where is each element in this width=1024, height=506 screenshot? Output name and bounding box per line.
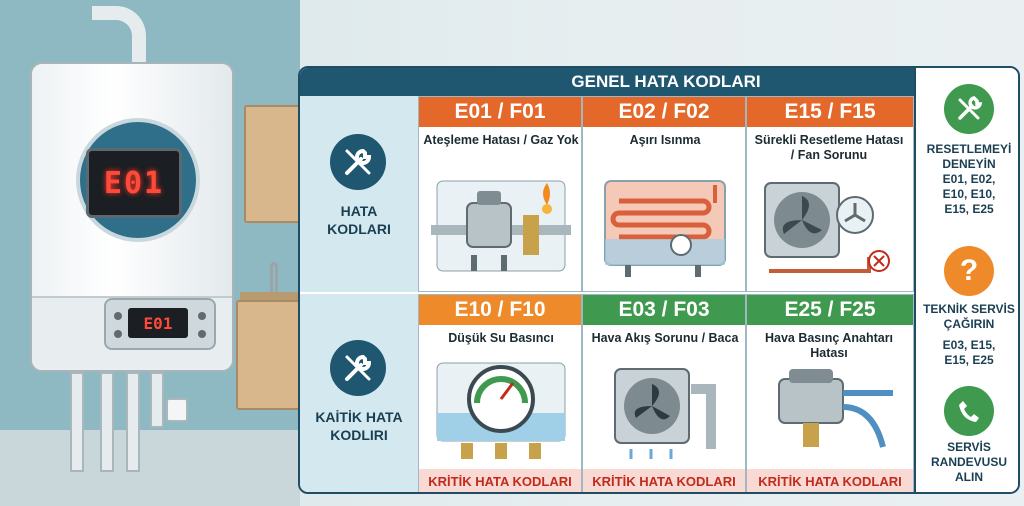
- critical-label: KRİTİK HATA KODLARI: [583, 469, 745, 492]
- tools-icon: [330, 134, 386, 190]
- phone-icon: [944, 386, 994, 436]
- error-code-label: E01 / F01: [419, 97, 581, 127]
- critical-label: KRİTİK HATA KODLARI: [419, 469, 581, 492]
- panel-button[interactable]: [198, 312, 206, 320]
- description-line: Hatası: [810, 346, 848, 360]
- description-line: / Fan Sorunu: [790, 148, 868, 162]
- error-card-e03: E03 / F03 Hava Akış Sorunu / Baca KRİTİK…: [582, 294, 746, 492]
- action-line: DENEYİN: [942, 157, 996, 171]
- action-appointment-text: SERVİS RANDEVUSU ALIN: [918, 440, 1018, 485]
- control-panel-display: E01: [128, 308, 188, 338]
- category-column: HATA KODLARI KAİTİK HATA KODLIRI: [300, 68, 418, 492]
- error-code-label: E15 / F15: [747, 97, 913, 127]
- description-line: Düşük Su Basıncı: [448, 331, 554, 345]
- action-line: ÇAĞIRIN: [943, 317, 995, 331]
- pipe: [70, 372, 84, 472]
- pipe: [150, 372, 164, 428]
- description-line: Aşırı Isınma: [629, 133, 701, 147]
- panel-error-code: E01: [143, 313, 173, 333]
- pipe: [126, 372, 140, 472]
- divider: [300, 292, 418, 294]
- category-label-line: KODLIRI: [330, 427, 388, 443]
- error-code-label: E02 / F02: [583, 97, 745, 127]
- critical-label: KRİTİK HATA KODLARI: [747, 469, 913, 492]
- panel-button[interactable]: [198, 330, 206, 338]
- error-code-label: E10 / F10: [419, 295, 581, 325]
- error-description: Hava Basınç Anahtarı Hatası: [751, 331, 907, 361]
- tools-icon: [330, 340, 386, 396]
- error-code-label: E03 / F03: [583, 295, 745, 325]
- action-line: E15, E25: [944, 202, 994, 216]
- heat-exchanger-illustration: [604, 180, 726, 277]
- action-line: TEKNİK SERVİS: [923, 302, 1015, 316]
- action-line: E01, E02,: [942, 172, 996, 186]
- error-code-infographic: HATA KODLARI KAİTİK HATA KODLIRI GENEL H…: [298, 66, 1020, 494]
- action-line: RANDEVUSU: [930, 455, 1007, 469]
- error-description: Düşük Su Basıncı: [423, 331, 579, 346]
- wall-cabinet: [244, 105, 304, 223]
- error-description: Aşırı Isınma: [587, 133, 743, 148]
- wrench-icon: [944, 84, 994, 134]
- fan-illustration: [764, 182, 890, 273]
- kitchen-counter: [240, 292, 308, 302]
- panel-button[interactable]: [114, 312, 122, 320]
- infographic-title: GENEL HATA KODLARI: [418, 68, 914, 96]
- error-card-e02: E02 / F02 Aşırı Isınma: [582, 96, 746, 292]
- error-card-e01: E01 / F01 Ateşleme Hatası / Gaz Yok: [418, 96, 582, 292]
- floor: [0, 430, 300, 506]
- error-description: Sürekli Resetleme Hatası / Fan Sorunu: [751, 133, 907, 163]
- exhaust-pipe: [92, 6, 146, 66]
- category-label-line: KAİTİK HATA: [315, 409, 403, 425]
- panel-button[interactable]: [114, 330, 122, 338]
- pipe: [100, 372, 114, 472]
- gas-valve-illustration: [431, 180, 571, 272]
- base-cabinet: [236, 300, 306, 410]
- action-line: E15, E25: [944, 353, 994, 367]
- error-card-e10: E10 / F10 Düşük Su Basıncı KRİTİK HATA K…: [418, 294, 582, 492]
- category-label-line: HATA: [340, 203, 378, 219]
- header-corner: [300, 68, 418, 96]
- action-line: RESETLEMEYİ: [926, 142, 1012, 156]
- faucet: [270, 262, 278, 292]
- pressure-switch-illustration: [778, 369, 893, 448]
- description-line: Sürekli Resetleme Hatası: [754, 133, 904, 147]
- error-description: Hava Akış Sorunu / Baca: [587, 331, 743, 346]
- description-line: Hava Akış Sorunu / Baca: [591, 331, 739, 345]
- error-card-e25: E25 / F25 Hava Basınç Anahtarı Hatası KR…: [746, 294, 914, 492]
- category-label-general: HATA KODLARI: [300, 202, 418, 238]
- description-line: Hava Basınç Anahtarı: [764, 331, 894, 345]
- error-code-label: E25 / F25: [747, 295, 913, 325]
- description-line: Ateşleme Hatası / Gaz Yok: [423, 133, 579, 147]
- title-text: GENEL HATA KODLARI: [571, 72, 761, 91]
- action-line: SERVİS: [947, 440, 991, 454]
- action-column: RESETLEMEYİ DENEYİN E01, E02, E10, E10, …: [914, 68, 1018, 492]
- category-label-line: KODLARI: [327, 221, 391, 237]
- flue-fan-illustration: [614, 368, 716, 459]
- action-line: E03, E15,: [942, 338, 996, 352]
- error-card-e15: E15 / F15 Sürekli Resetleme Hatası / Fan…: [746, 96, 914, 292]
- boiler-error-code: E01: [103, 165, 165, 201]
- action-reset-text: RESETLEMEYİ DENEYİN E01, E02, E10, E10, …: [918, 142, 1018, 217]
- action-line: ALIN: [955, 470, 983, 484]
- category-label-critical: KAİTİK HATA KODLIRI: [300, 408, 418, 444]
- boiler-display: E01: [86, 148, 182, 218]
- error-description: Ateşleme Hatası / Gaz Yok: [423, 133, 579, 148]
- question-icon: ?: [944, 246, 994, 296]
- pressure-gauge-illustration: [436, 362, 566, 459]
- action-line: E10, E10,: [942, 187, 996, 201]
- power-outlet: [166, 398, 188, 422]
- action-service-text: TEKNİK SERVİS ÇAĞIRIN E03, E15, E15, E25: [918, 302, 1018, 368]
